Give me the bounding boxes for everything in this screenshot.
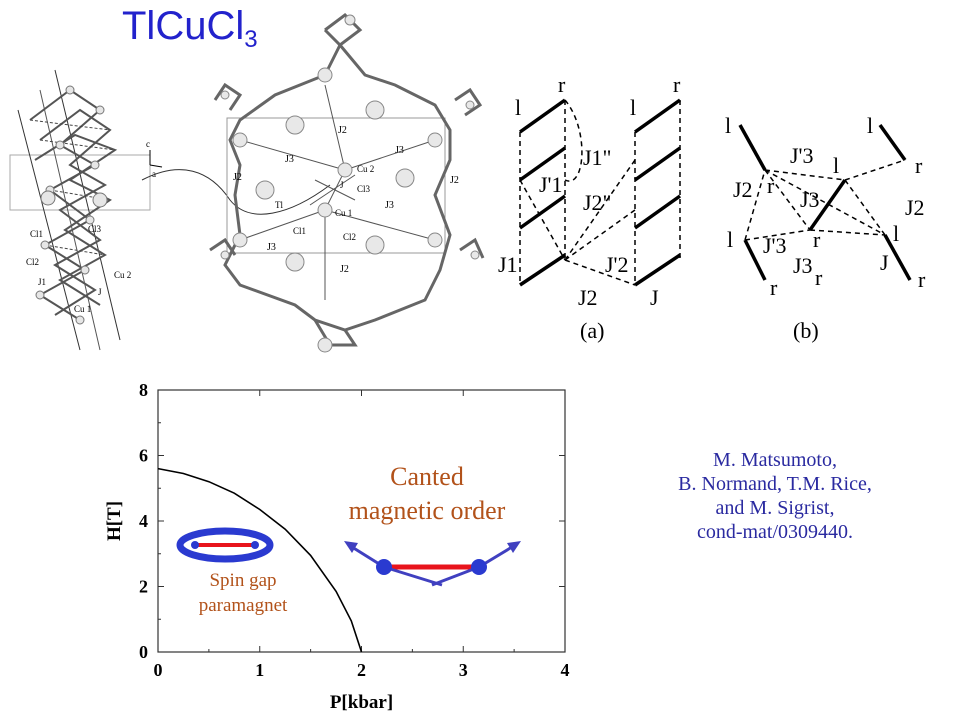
diagram-label: l <box>515 95 521 120</box>
diagram-label: J2 <box>733 177 753 202</box>
x-axis-label: P[kbar] <box>330 692 393 713</box>
y-tick-label: 4 <box>139 511 148 531</box>
structure-label: Cl1 <box>293 226 306 236</box>
phase-diagram-chart: 0 1 2 3 4 0 2 4 6 8 P[kbar] H[T] <box>104 380 570 713</box>
citation-line: cond-mat/0309440. <box>696 521 854 543</box>
diagram-label: J1 <box>498 252 518 277</box>
x-tick-label: 0 <box>154 660 163 680</box>
diagram-label: J <box>880 250 889 275</box>
diagram-label: J'3 <box>763 233 787 258</box>
diagram-label: J2 <box>905 195 925 220</box>
diagram-label: l <box>893 221 899 246</box>
crystal-chain-figure: c a Cl1 Cl3 Cl2 J1 J Cu 2 Cu 1 <box>9 69 163 351</box>
structure-label: Cu 1 <box>74 304 91 314</box>
x-tick-label: 2 <box>357 660 366 680</box>
diagram-label: r <box>558 72 566 97</box>
structure-label: J2 <box>338 125 347 136</box>
structure-label: J2 <box>233 172 242 183</box>
structure-label: Cl2 <box>26 257 39 267</box>
phase-boundary-line <box>157 467 363 653</box>
panel-label-a: (a) <box>580 318 604 343</box>
structure-label: Cu 2 <box>114 270 131 280</box>
citation-line: and M. Sigrist, <box>715 497 835 519</box>
structure-label: Tl <box>275 200 283 210</box>
citation: M. Matsumoto, B. Normand, T.M. Rice, and… <box>590 448 960 544</box>
diagram-label: J3 <box>800 187 820 212</box>
structure-label: J2 <box>340 264 349 275</box>
singlet-dimer-icon <box>176 527 274 563</box>
structure-label: Cl1 <box>30 229 43 239</box>
x-tick-label: 3 <box>459 660 468 680</box>
citation-line: M. Matsumoto, <box>713 449 837 471</box>
diagram-label: r <box>770 275 778 300</box>
diagram-label: r <box>915 153 923 178</box>
structure-label: J3 <box>285 154 294 165</box>
diagram-label: r <box>673 72 681 97</box>
y-tick-label: 6 <box>139 446 148 466</box>
structure-label: Cl2 <box>343 232 356 242</box>
y-tick-label: 2 <box>139 577 148 597</box>
zoom-connector <box>141 169 331 215</box>
structure-label: Cl3 <box>88 224 102 234</box>
structure-label: J3 <box>395 145 404 156</box>
diagram-label: r <box>815 265 823 290</box>
diagram-label: l <box>630 95 636 120</box>
diagram-label: l <box>833 153 839 178</box>
axis-label-c: c <box>146 139 150 149</box>
spin-gap-label: Spin gap paramagnet <box>198 570 288 616</box>
structure-label: Cu 2 <box>357 164 374 174</box>
diagram-label: r <box>918 267 926 292</box>
structure-label: J3 <box>267 242 276 253</box>
diagram-label: l <box>867 113 873 138</box>
structure-label: J1 <box>38 277 46 287</box>
diagram-label: r <box>767 173 775 198</box>
panel-label-b: (b) <box>793 318 819 343</box>
diagram-label: J <box>650 285 659 310</box>
diagram-label: l <box>725 113 731 138</box>
y-tick-label: 8 <box>139 380 148 400</box>
page-title: TlCuCl3 <box>122 4 258 53</box>
structure-label: Cu 1 <box>335 208 352 218</box>
crystal-structure-figure: J2 J3 J3 J2 J2 Cu 2 Cl3 Tl J Cu 1 J3 Cl1… <box>209 13 485 353</box>
y-tick-label: 0 <box>139 642 148 662</box>
exchange-diagram-b: l l J'3 r r l r J2 J3 J2 l J'3 r l J3 J … <box>725 113 926 343</box>
diagram-label: J1" <box>583 145 612 170</box>
y-axis-label: H[T] <box>104 501 125 541</box>
diagram-label: J2" <box>583 190 612 215</box>
structure-label: J3 <box>385 200 394 211</box>
structure-label: Cl3 <box>357 184 371 194</box>
canted-spins-icon <box>344 541 521 587</box>
diagram-label: r <box>813 227 821 252</box>
x-tick-label: 1 <box>255 660 264 680</box>
structure-label: J2 <box>450 175 459 186</box>
structure-label: J <box>340 180 344 190</box>
diagram-label: J'3 <box>790 143 814 168</box>
diagram-label: J2 <box>578 285 598 310</box>
x-tick-label: 4 <box>561 660 570 680</box>
diagram-label: J3 <box>793 253 813 278</box>
diagram-label: l <box>727 227 733 252</box>
axis-label-a: a <box>152 169 156 179</box>
diagram-label: J'1 <box>539 172 563 197</box>
structure-label: J <box>98 287 102 297</box>
canted-order-label: Canted magnetic order <box>348 462 506 525</box>
exchange-diagram-a: r r l l J1" J'1 J2" J'2 J1 J2 J (a) <box>498 72 682 343</box>
diagram-label: J'2 <box>605 252 629 277</box>
citation-line: B. Normand, T.M. Rice, <box>678 473 872 495</box>
